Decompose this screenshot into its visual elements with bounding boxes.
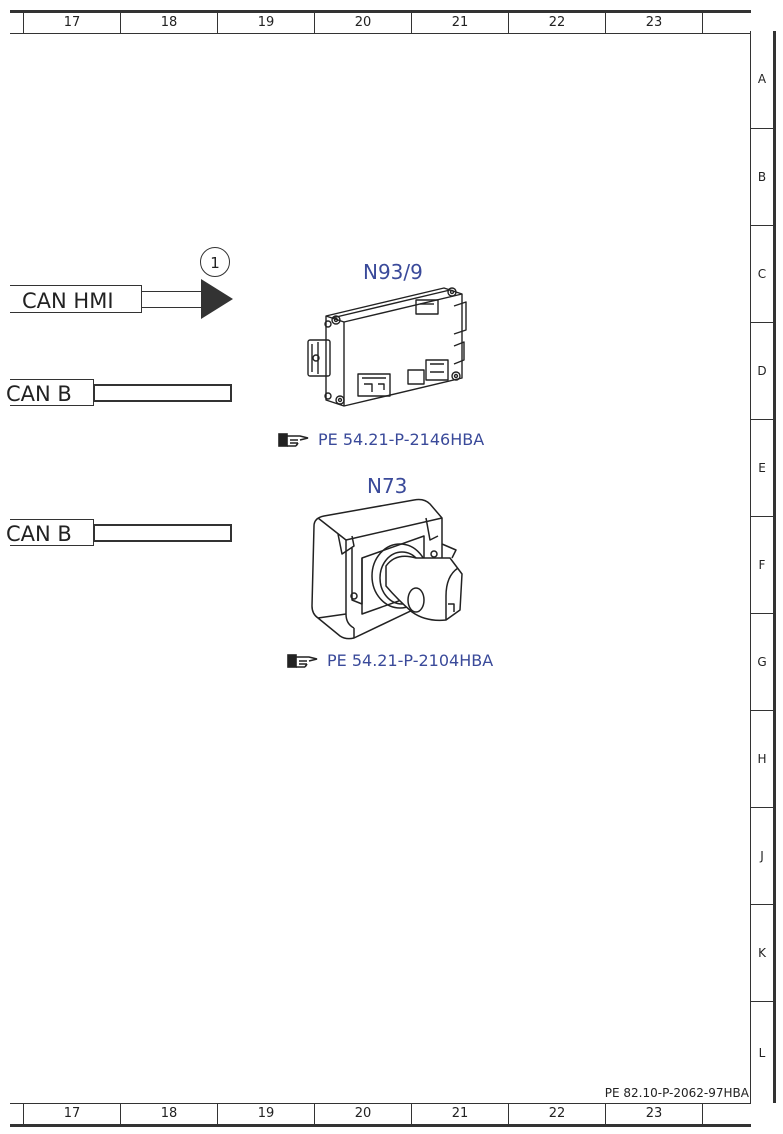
component-id: N73: [367, 474, 408, 498]
row-label: D: [751, 322, 773, 419]
row-label: H: [751, 710, 773, 807]
ignition-switch-icon: [311, 498, 463, 640]
row-label: L: [751, 1001, 773, 1103]
bus-line: [141, 291, 203, 308]
row-label: F: [751, 516, 773, 613]
bus-label: CAN B: [6, 522, 72, 546]
row-label: G: [751, 613, 773, 710]
row-label: C: [751, 225, 773, 322]
column-label: 18: [120, 1104, 217, 1124]
column-label: 19: [217, 13, 314, 33]
reference-link-text[interactable]: PE 54.21-P-2104HBA: [327, 651, 494, 670]
bus-label: CAN HMI: [22, 289, 114, 313]
row-label: E: [751, 419, 773, 516]
connection-marker: 1: [200, 247, 230, 277]
pointing-hand-icon: [278, 432, 309, 447]
column-label: 20: [314, 13, 411, 33]
column-label: 23: [605, 13, 702, 33]
bus-line: [93, 524, 232, 542]
row-label: J: [751, 807, 773, 904]
column-label: 22: [508, 13, 605, 33]
bus-label: CAN B: [6, 382, 72, 406]
bus-line: [93, 384, 232, 402]
component-id: N93/9: [363, 260, 423, 284]
reference-link-text[interactable]: PE 54.21-P-2146HBA: [318, 430, 485, 449]
control-unit-icon: [307, 287, 467, 407]
arrow-right-icon: [201, 279, 233, 319]
column-label: 19: [217, 1104, 314, 1124]
column-label: 20: [314, 1104, 411, 1124]
column-label: 17: [23, 13, 120, 33]
column-label: 21: [411, 13, 508, 33]
document-id: PE 82.10-P-2062-97HBA: [604, 1086, 749, 1100]
column-label: 18: [120, 13, 217, 33]
column-label: 21: [411, 1104, 508, 1124]
component-reference[interactable]: PE 54.21-P-2104HBA: [287, 651, 493, 670]
row-ruler: A B C D E F G H J K L: [750, 31, 776, 1103]
column-ruler-bottom: 17 18 19 20 21 22 23: [10, 1103, 751, 1127]
pointing-hand-icon: [287, 653, 318, 668]
column-ruler-top: 17 18 19 20 21 22 23: [10, 10, 751, 34]
component-reference[interactable]: PE 54.21-P-2146HBA: [278, 430, 484, 449]
column-label: 23: [605, 1104, 702, 1124]
row-label: B: [751, 128, 773, 225]
row-label: A: [757, 72, 767, 86]
row-label: K: [751, 904, 773, 1001]
column-label: 22: [508, 1104, 605, 1124]
column-label: 17: [23, 1104, 120, 1124]
